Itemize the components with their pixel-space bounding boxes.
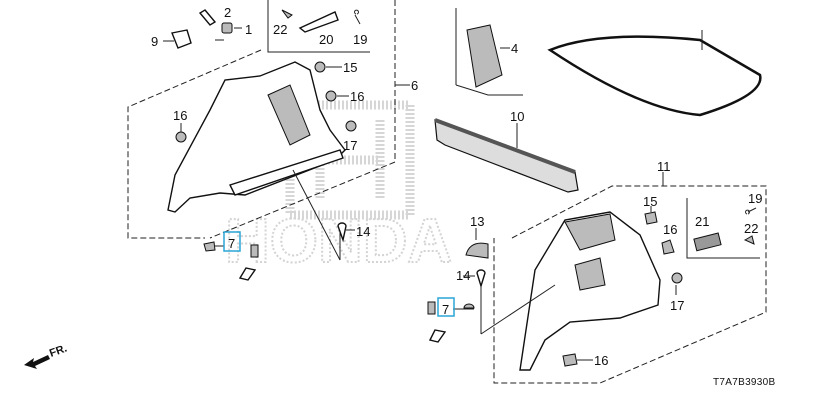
cargo-cover[interactable] bbox=[547, 35, 762, 117]
highlight-box-7[interactable] bbox=[223, 231, 241, 252]
callout-10: 10 bbox=[510, 109, 524, 124]
trim-cover-4[interactable] bbox=[466, 24, 503, 88]
callout-13: 13 bbox=[470, 214, 484, 229]
callout-19: 19 bbox=[748, 191, 762, 206]
callout-14: 14 bbox=[456, 268, 470, 283]
callout-22: 22 bbox=[273, 22, 287, 37]
callout-11: 11 bbox=[657, 159, 671, 174]
callout-21: 21 bbox=[695, 214, 709, 229]
callout-17: 17 bbox=[343, 138, 357, 153]
callout-2: 2 bbox=[224, 5, 231, 20]
callout-7[interactable]: 7 bbox=[442, 302, 449, 317]
front-direction-arrow-icon bbox=[24, 355, 50, 369]
callout-7[interactable]: 7 bbox=[228, 236, 235, 251]
callout-16: 16 bbox=[663, 222, 677, 237]
callout-22: 22 bbox=[744, 221, 758, 236]
callout-16: 16 bbox=[173, 108, 187, 123]
left-assembly-frame bbox=[127, 0, 410, 239]
highlight-box-7[interactable] bbox=[437, 297, 455, 317]
callout-15: 15 bbox=[343, 60, 357, 75]
callout-20: 20 bbox=[319, 32, 333, 47]
callout-19: 19 bbox=[353, 32, 367, 47]
clip-parts-right bbox=[427, 207, 757, 367]
callout-15: 15 bbox=[643, 194, 657, 209]
svg-text:HONDA: HONDA bbox=[225, 207, 452, 276]
callout-14: 14 bbox=[356, 224, 370, 239]
rear-sill-trim[interactable] bbox=[434, 119, 579, 193]
front-direction-label: FR. bbox=[48, 342, 69, 359]
callout-16: 16 bbox=[350, 89, 364, 104]
callout-16: 16 bbox=[594, 353, 608, 368]
left-side-trim-panel[interactable] bbox=[167, 61, 346, 213]
callout-1: 1 bbox=[245, 22, 252, 37]
callout-4: 4 bbox=[511, 41, 518, 56]
callout-9: 9 bbox=[151, 34, 158, 49]
callout-6: 6 bbox=[411, 78, 418, 93]
diagram-code: T7A7B3930B bbox=[713, 377, 776, 388]
right-side-trim-panel[interactable] bbox=[519, 211, 661, 371]
callout-17: 17 bbox=[670, 298, 684, 313]
